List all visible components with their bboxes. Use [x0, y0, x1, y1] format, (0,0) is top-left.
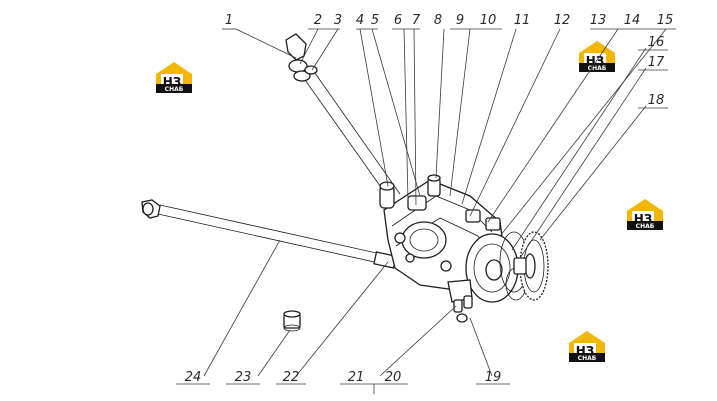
callout-4: 4 [356, 13, 364, 28]
callout-labels: 1 2 3 4 5 6 7 8 9 10 11 12 13 14 15 16 1… [185, 13, 674, 385]
callout-23: 23 [235, 370, 252, 385]
loose-fitting [283, 310, 301, 332]
callout-3: 3 [334, 13, 342, 28]
watermark-logo: НЗ СНАБ [569, 331, 605, 362]
callout-12: 12 [554, 13, 571, 28]
logo-brand-bottom: СНАБ [578, 355, 597, 362]
drive-flange [465, 231, 529, 303]
logo-brand-bottom: СНАБ [165, 86, 184, 93]
watermark-logo: НЗ СНАБ [156, 62, 192, 93]
callout-7: 7 [412, 13, 421, 28]
upper-fuel-pipe [285, 33, 401, 201]
callout-9: 9 [456, 13, 464, 28]
callout-15: 15 [657, 13, 674, 28]
callout-21: 21 [348, 370, 365, 385]
callout-19: 19 [485, 370, 502, 385]
logo-brand-bottom: СНАБ [636, 223, 655, 230]
callout-14: 14 [624, 13, 641, 28]
callout-16: 16 [648, 35, 665, 50]
callout-5: 5 [371, 13, 379, 28]
callout-2: 2 [314, 13, 322, 28]
lower-fuel-pipe [141, 199, 397, 269]
callout-18: 18 [648, 93, 665, 108]
callout-10: 10 [480, 13, 497, 28]
callout-8: 8 [434, 13, 442, 28]
callout-22: 22 [283, 370, 300, 385]
callout-13: 13 [590, 13, 607, 28]
leader-lines [176, 28, 676, 394]
callout-6: 6 [394, 13, 402, 28]
drive-gear [513, 231, 549, 301]
watermark-logo: НЗ СНАБ [627, 199, 663, 230]
callout-24: 24 [185, 370, 202, 385]
logo-brand-bottom: СНАБ [588, 65, 607, 72]
callout-17: 17 [648, 55, 665, 70]
callout-20: 20 [385, 370, 402, 385]
watermark-logo: НЗ СНАБ [579, 41, 615, 72]
mount-bracket [447, 279, 473, 323]
callout-1: 1 [225, 13, 233, 28]
callout-11: 11 [514, 13, 531, 28]
